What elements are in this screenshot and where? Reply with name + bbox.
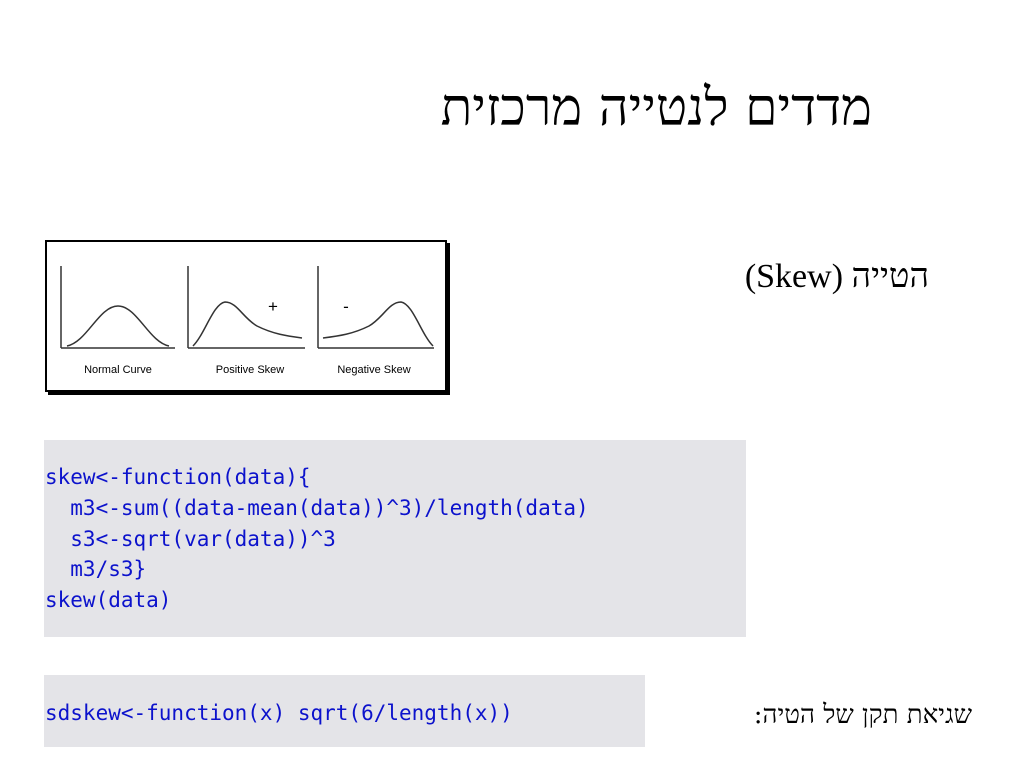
- normal-curve-label: Normal Curve: [84, 364, 152, 376]
- code-line: sdskew<-function(x) sqrt(6/length(x)): [45, 701, 513, 725]
- positive-skew-label: Positive Skew: [216, 364, 285, 376]
- negative-skew-line: [322, 301, 434, 347]
- skew-diagram: Normal Curve + Positive Skew - Negative …: [45, 240, 447, 392]
- sdskew-function-code-block: sdskew<-function(x) sqrt(6/length(x)): [44, 675, 645, 747]
- skew-heading: (Skew) הטייה: [744, 258, 929, 295]
- negative-sign: -: [343, 297, 349, 316]
- skew-diagram-svg: Normal Curve + Positive Skew - Negative …: [60, 266, 434, 376]
- slide-title: מדדים לנטייה מרכזית: [440, 78, 872, 138]
- code-line: skew<-function(data){: [45, 465, 311, 489]
- positive-sign: +: [268, 297, 278, 316]
- normal-curve-line: [66, 305, 170, 347]
- code-line: s3<-sqrt(var(data))^3: [45, 527, 336, 551]
- negative-skew-label: Negative Skew: [337, 364, 410, 376]
- normal-curve-panel: Normal Curve: [60, 266, 175, 376]
- positive-skew-panel: + Positive Skew: [187, 266, 305, 376]
- negative-skew-panel: - Negative Skew: [317, 266, 434, 376]
- code-line: m3<-sum((data-mean(data))^3)/length(data…: [45, 496, 589, 520]
- skew-function-code-block: skew<-function(data){ m3<-sum((data-mean…: [44, 440, 746, 637]
- code-line: m3/s3}: [45, 557, 147, 581]
- positive-skew-line: [192, 301, 303, 347]
- standard-error-label: שגיאת תקן של הטיה:: [753, 700, 972, 730]
- code-line: skew(data): [45, 588, 172, 612]
